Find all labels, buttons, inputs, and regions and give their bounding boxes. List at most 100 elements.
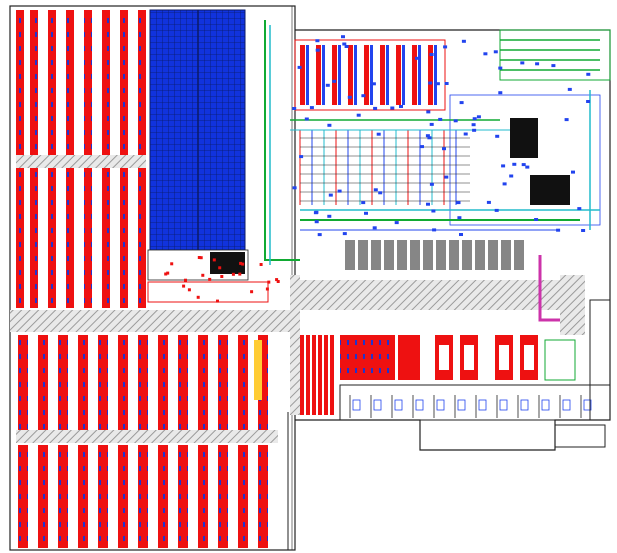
annotation-tag (463, 132, 468, 136)
rack-row (138, 335, 148, 430)
annotation-tag (493, 50, 498, 54)
rack-column (300, 45, 305, 105)
rack-row (312, 335, 316, 415)
rack-row (306, 335, 310, 415)
annotation-tag (238, 272, 242, 276)
annotation-tag (457, 216, 462, 220)
rack-column-mark (402, 45, 405, 105)
annotation-tag (373, 106, 378, 110)
rack-row (258, 335, 268, 430)
annotation-tag (520, 61, 525, 65)
annotation-tag (426, 110, 431, 114)
annotation-tag (201, 273, 205, 277)
annotation-tag (442, 147, 446, 151)
office-annex (554, 424, 606, 448)
high-bay-storage-grid (147, 9, 269, 303)
staging-lane (488, 240, 498, 270)
annotation-tag (372, 226, 377, 230)
annotation-tag (347, 95, 352, 99)
rack-column (380, 45, 385, 105)
rack-column-mark (370, 45, 373, 105)
staging-lane (358, 240, 368, 270)
annotation-tag (498, 66, 503, 70)
office-room (562, 399, 571, 411)
rack-block-lower (18, 335, 268, 548)
office-room (457, 399, 466, 411)
annotation-tag (521, 163, 526, 167)
staging-lane (384, 240, 394, 270)
office-room (373, 399, 382, 411)
staging-lane (410, 240, 420, 270)
annotation-tag (429, 182, 434, 186)
rack-row (198, 445, 208, 548)
rack-row (84, 10, 92, 155)
rack-row (218, 445, 228, 548)
picking-racks-center (300, 45, 437, 105)
rack-row (18, 445, 28, 548)
staging-lane (423, 240, 433, 270)
annotation-tag (212, 258, 216, 262)
annotation-tag (461, 39, 466, 43)
rack-row (98, 335, 108, 430)
rack-row (66, 10, 74, 155)
annotation-tag (376, 132, 381, 136)
office-room (394, 399, 403, 411)
annotation-tag (364, 211, 368, 215)
annotation-tag (199, 256, 203, 260)
annotation-tag (438, 117, 443, 121)
annotation-tag (502, 182, 507, 186)
dock-bay (544, 339, 576, 381)
rack-column (428, 45, 433, 105)
staging-lane (475, 240, 485, 270)
rack-row (18, 335, 28, 430)
annotation-tag (420, 145, 424, 149)
annotation-tag (459, 101, 464, 105)
annotation-tag (182, 284, 186, 288)
rack-row (238, 335, 248, 430)
annotation-tag (313, 211, 318, 215)
rack-row (178, 445, 188, 548)
rack-column (412, 45, 417, 105)
rack-column-mark (306, 45, 309, 105)
pallet-storage (340, 335, 395, 380)
annotation-tag (250, 290, 254, 294)
annotation-tag (471, 123, 476, 127)
rack-column-mark (322, 45, 325, 105)
annotation-tag (399, 105, 403, 108)
annotation-tag (429, 53, 434, 56)
annotation-tag (239, 261, 243, 265)
rack-highlight (254, 340, 262, 400)
rack-row (238, 445, 248, 548)
rack-row (30, 10, 38, 155)
rack-row (118, 445, 128, 548)
rack-row (178, 335, 188, 430)
office-block (339, 299, 611, 448)
rack-row (300, 335, 304, 415)
rack-row (48, 10, 56, 155)
annotation-tag (371, 82, 376, 86)
annotation-tag (328, 193, 333, 197)
rack-row (30, 168, 38, 308)
annotation-tag (314, 220, 319, 224)
rack-row (138, 445, 148, 548)
annotation-tag (341, 35, 345, 39)
annotation-tag (456, 201, 461, 205)
annotation-tag (394, 221, 399, 225)
annotation-tag (297, 65, 302, 69)
office-room (541, 399, 550, 411)
office-room (499, 399, 508, 411)
annotation-tag (495, 134, 500, 138)
rack-row (218, 335, 228, 430)
annotation-tag (184, 278, 187, 282)
annotation-tag (196, 295, 200, 299)
annotation-tag (472, 117, 477, 121)
annotation-tag (428, 81, 433, 85)
rack-row (66, 168, 74, 308)
annotation-tag (325, 83, 330, 87)
annotation-tag (427, 136, 432, 140)
office-room (520, 399, 529, 411)
annotation-tag (476, 115, 481, 119)
rack-row (102, 10, 110, 155)
